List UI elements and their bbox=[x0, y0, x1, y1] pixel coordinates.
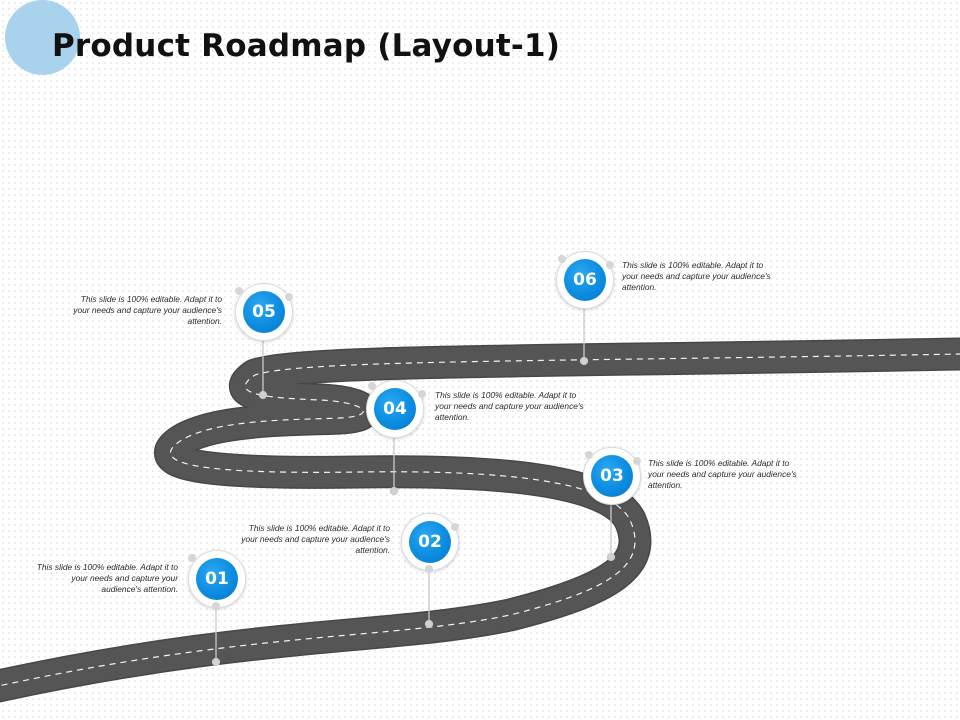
milestone-pin-04: 04 bbox=[366, 380, 426, 438]
pin-dot bbox=[235, 287, 243, 295]
pin-dot bbox=[606, 261, 614, 269]
milestone-description-06: This slide is 100% editable. Adapt it to… bbox=[622, 260, 771, 292]
connector-dot-02 bbox=[424, 619, 434, 629]
milestone-number-badge: 04 bbox=[374, 388, 416, 430]
pin-dot bbox=[212, 602, 220, 610]
milestone-number-badge: 06 bbox=[564, 259, 606, 301]
pin-dot bbox=[368, 382, 376, 390]
milestone-pin-02: 02 bbox=[401, 513, 459, 573]
connector-dot-05 bbox=[258, 390, 268, 400]
milestone-pin-05: 05 bbox=[235, 283, 293, 341]
milestone-number-badge: 02 bbox=[409, 521, 451, 563]
pin-dot bbox=[585, 451, 593, 459]
connector-dot-04 bbox=[389, 486, 399, 496]
milestone-number-badge: 03 bbox=[591, 455, 633, 497]
pin-dot bbox=[451, 523, 459, 531]
pin-dot bbox=[285, 293, 293, 301]
milestone-number: 01 bbox=[205, 569, 229, 589]
milestone-pin-01: 01 bbox=[188, 550, 246, 610]
milestone-number-badge: 01 bbox=[196, 558, 238, 600]
milestone-number: 06 bbox=[573, 270, 597, 290]
milestone-description-03: This slide is 100% editable. Adapt it to… bbox=[648, 458, 797, 490]
milestone-number: 02 bbox=[418, 532, 442, 552]
milestone-number: 05 bbox=[252, 302, 276, 322]
milestone-number-badge: 05 bbox=[243, 291, 285, 333]
milestone-pin-06: 06 bbox=[556, 251, 614, 309]
milestone-connectors bbox=[211, 307, 616, 667]
road-center-line bbox=[0, 353, 960, 687]
milestone-description-02: This slide is 100% editable. Adapt it to… bbox=[241, 523, 390, 555]
milestone-pin-03: 03 bbox=[583, 447, 641, 505]
connector-dot-06 bbox=[579, 356, 589, 366]
pin-dot bbox=[418, 390, 426, 398]
milestone-description-01: This slide is 100% editable. Adapt it to… bbox=[36, 562, 178, 594]
milestone-description-05: This slide is 100% editable. Adapt it to… bbox=[73, 294, 222, 326]
connector-dot-01 bbox=[211, 657, 221, 667]
pin-dot bbox=[558, 255, 566, 263]
milestone-number: 03 bbox=[600, 466, 624, 486]
pin-dot bbox=[633, 457, 641, 465]
decorative-corner-circle bbox=[5, 0, 80, 75]
pin-dot bbox=[425, 565, 433, 573]
milestone-number: 04 bbox=[383, 399, 407, 419]
pin-dot bbox=[188, 554, 196, 562]
milestone-description-04: This slide is 100% editable. Adapt it to… bbox=[435, 390, 584, 422]
page-title: Product Roadmap (Layout-1) bbox=[52, 28, 561, 64]
connector-dot-03 bbox=[606, 552, 616, 562]
